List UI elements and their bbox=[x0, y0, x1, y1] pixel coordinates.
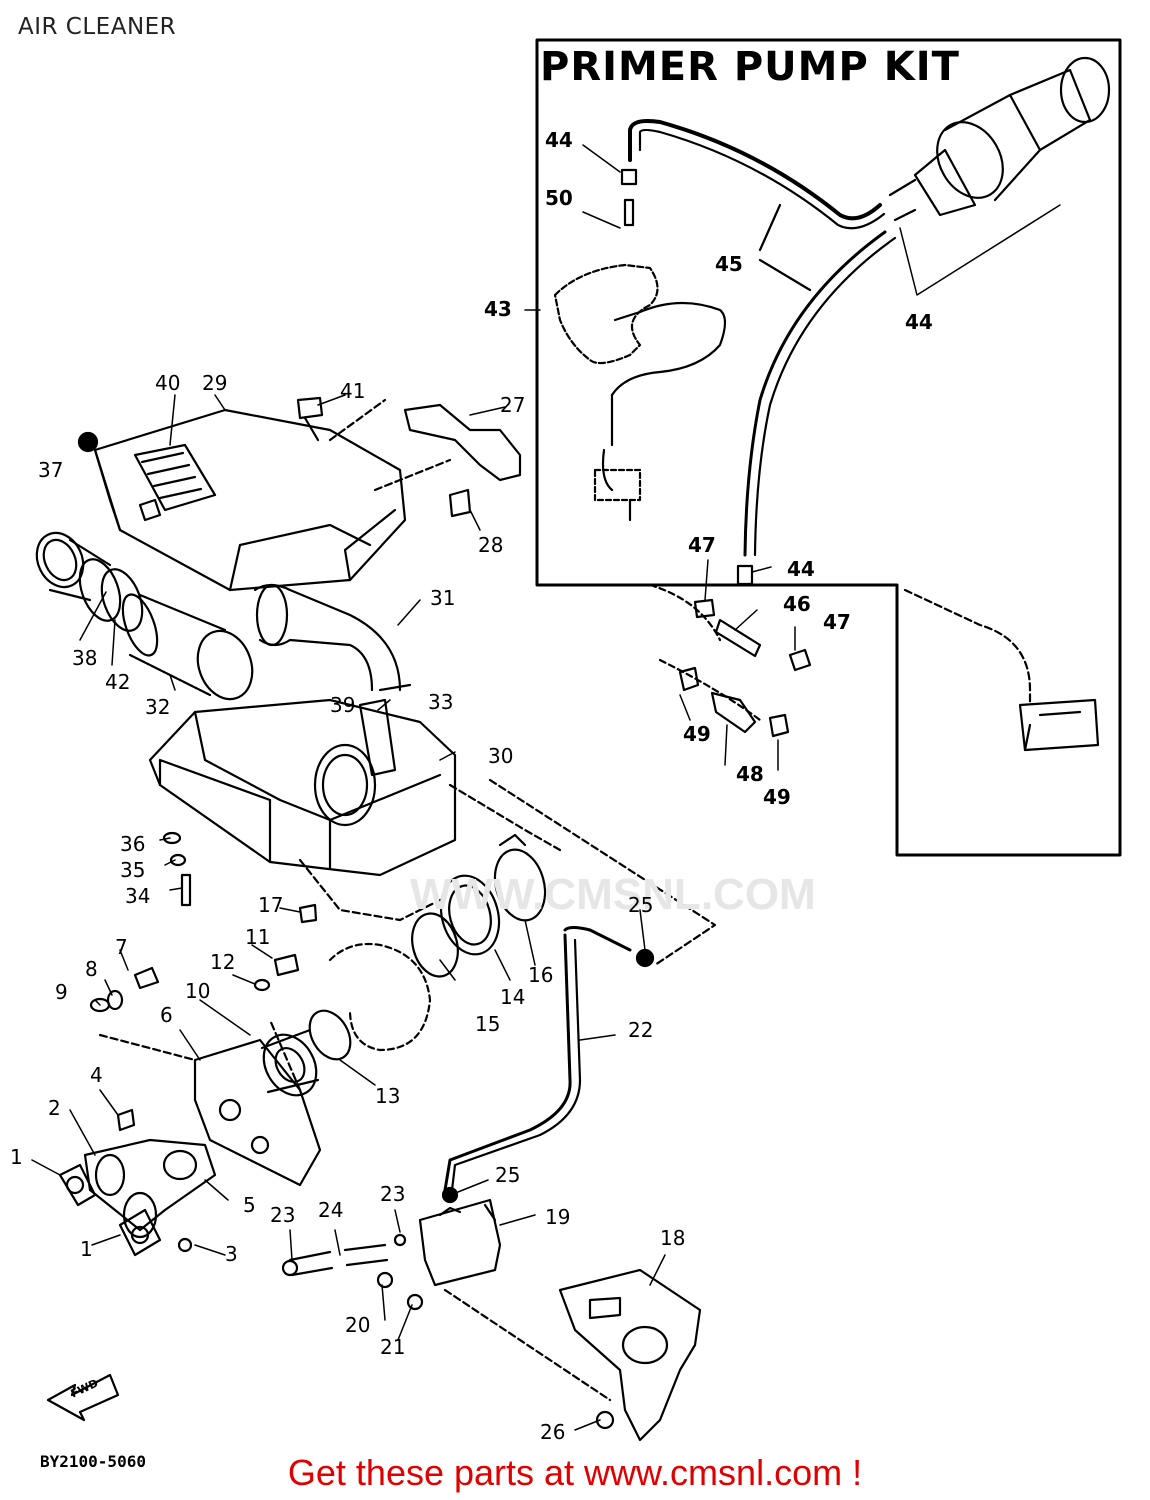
callout-29: 29 bbox=[202, 371, 228, 395]
hose-22 bbox=[443, 926, 632, 1192]
callout-46: 46 bbox=[783, 592, 811, 616]
callout-25b: 25 bbox=[495, 1163, 521, 1187]
callout-39: 39 bbox=[330, 693, 356, 717]
bracket-18 bbox=[558, 1268, 702, 1442]
filter-19 bbox=[418, 1198, 502, 1287]
primer-pump bbox=[888, 56, 1111, 222]
callout-25a: 25 bbox=[628, 893, 654, 917]
callout-36: 36 bbox=[120, 832, 146, 856]
callout-48: 48 bbox=[736, 762, 764, 786]
callout-4: 4 bbox=[90, 1063, 103, 1087]
duct-31 bbox=[253, 583, 412, 692]
fittings bbox=[678, 564, 812, 738]
callout-44a: 44 bbox=[545, 128, 573, 152]
callout-30: 30 bbox=[488, 744, 514, 768]
callout-42: 42 bbox=[105, 670, 131, 694]
callout-5: 5 bbox=[243, 1193, 256, 1217]
callout-13: 13 bbox=[375, 1084, 401, 1108]
callout-45: 45 bbox=[715, 252, 743, 276]
callout-12: 12 bbox=[210, 950, 236, 974]
callout-18: 18 bbox=[660, 1226, 686, 1250]
callout-37: 37 bbox=[38, 458, 64, 482]
kit-frame bbox=[535, 38, 1122, 857]
drawing-code: BY2100-5060 bbox=[40, 1452, 146, 1471]
callout-22: 22 bbox=[628, 1018, 654, 1042]
page-title: AIR CLEANER bbox=[18, 14, 177, 40]
callout-14: 14 bbox=[500, 985, 526, 1009]
callout-47b: 47 bbox=[823, 610, 851, 634]
callout-1a: 1 bbox=[10, 1145, 23, 1169]
callout-1b: 1 bbox=[80, 1237, 93, 1261]
callout-19: 19 bbox=[545, 1205, 571, 1229]
callout-23a: 23 bbox=[270, 1203, 296, 1227]
callout-32: 32 bbox=[145, 695, 171, 719]
callout-15: 15 bbox=[475, 1012, 501, 1036]
callout-49a: 49 bbox=[683, 722, 711, 746]
hose-45 bbox=[628, 119, 882, 221]
callout-23b: 23 bbox=[380, 1182, 406, 1206]
callout-20: 20 bbox=[345, 1313, 371, 1337]
joint bbox=[411, 833, 547, 978]
callout-34: 34 bbox=[125, 884, 151, 908]
callout-35: 35 bbox=[120, 858, 146, 882]
callout-27: 27 bbox=[500, 393, 526, 417]
kit-title: PRIMER PUMP KIT bbox=[540, 44, 960, 90]
callout-40: 40 bbox=[155, 371, 181, 395]
callout-16: 16 bbox=[528, 963, 554, 987]
callout-24: 24 bbox=[318, 1198, 344, 1222]
callout-31: 31 bbox=[430, 586, 456, 610]
callout-11: 11 bbox=[245, 925, 271, 949]
callout-47a: 47 bbox=[688, 533, 716, 557]
watermark-text: WWW.CMSNL.COM bbox=[410, 870, 816, 919]
callout-41: 41 bbox=[340, 379, 366, 403]
callout-50: 50 bbox=[545, 186, 573, 210]
intake-tubes bbox=[35, 531, 254, 701]
callout-9: 9 bbox=[55, 980, 68, 1004]
callout-6: 6 bbox=[160, 1003, 173, 1027]
promo-link[interactable]: Get these parts at www.cmsnl.com ! bbox=[287, 1452, 863, 1493]
callout-44b: 44 bbox=[905, 310, 933, 334]
callout-17: 17 bbox=[258, 893, 284, 917]
callout-38: 38 bbox=[72, 646, 98, 670]
callout-26: 26 bbox=[540, 1420, 566, 1444]
tank-43 bbox=[553, 263, 659, 365]
fwd-arrow bbox=[46, 1373, 120, 1422]
callout-28: 28 bbox=[478, 533, 504, 557]
lower-case bbox=[148, 698, 457, 877]
callout-43: 43 bbox=[484, 297, 512, 321]
callout-3: 3 bbox=[225, 1242, 238, 1266]
callout-21: 21 bbox=[380, 1335, 406, 1359]
callout-8: 8 bbox=[85, 957, 98, 981]
case-cap bbox=[93, 408, 407, 592]
callout-49b: 49 bbox=[763, 785, 791, 809]
callout-33: 33 bbox=[428, 690, 454, 714]
callout-7: 7 bbox=[115, 935, 128, 959]
callout-44c: 44 bbox=[787, 557, 815, 581]
callout-2: 2 bbox=[48, 1096, 61, 1120]
callout-10: 10 bbox=[185, 979, 211, 1003]
